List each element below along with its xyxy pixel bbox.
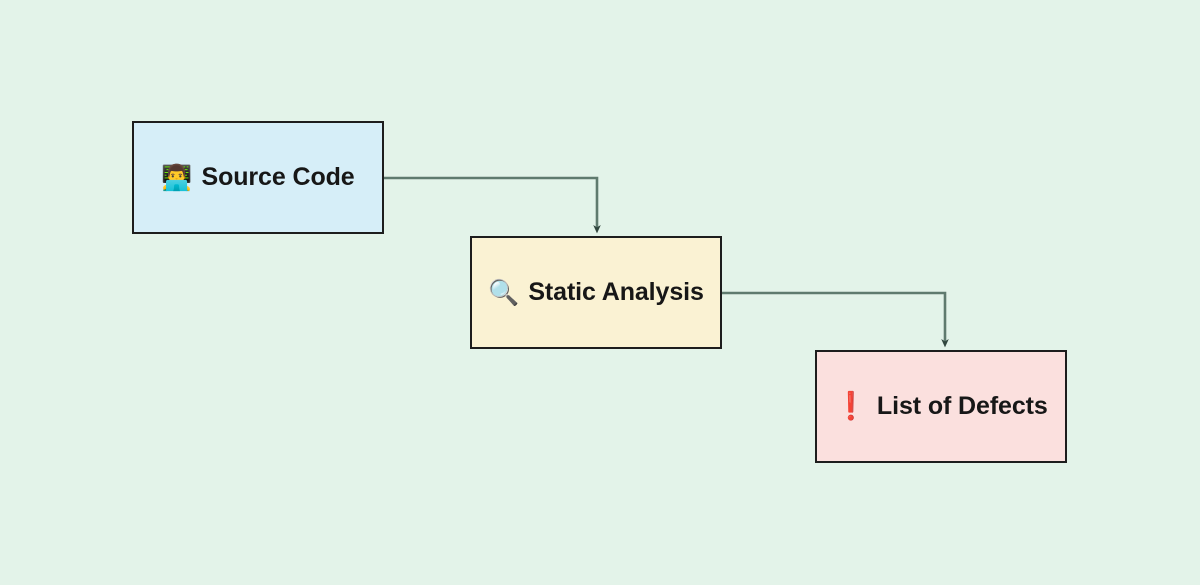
person-at-computer-icon: 👨‍💻 (161, 163, 193, 192)
node-source-code-label: Source Code (201, 163, 355, 191)
node-list-of-defects-label: List of Defects (876, 392, 1048, 420)
node-static-analysis-content: 🔍 Static Analysis (488, 278, 704, 307)
edge-source-to-analysis (384, 176, 601, 234)
edge-analysis-to-defects (722, 291, 949, 348)
node-static-analysis-label: Static Analysis (528, 278, 704, 306)
node-static-analysis[interactable]: 🔍 Static Analysis (470, 236, 722, 349)
node-list-of-defects-content: ❗ List of Defects (834, 393, 1047, 420)
magnifying-glass-icon: 🔍 (488, 278, 520, 307)
node-list-of-defects[interactable]: ❗ List of Defects (815, 350, 1067, 463)
node-source-code-content: 👨‍💻 Source Code (161, 163, 355, 192)
node-source-code[interactable]: 👨‍💻 Source Code (132, 121, 384, 234)
exclamation-mark-icon: ❗ (834, 391, 868, 421)
